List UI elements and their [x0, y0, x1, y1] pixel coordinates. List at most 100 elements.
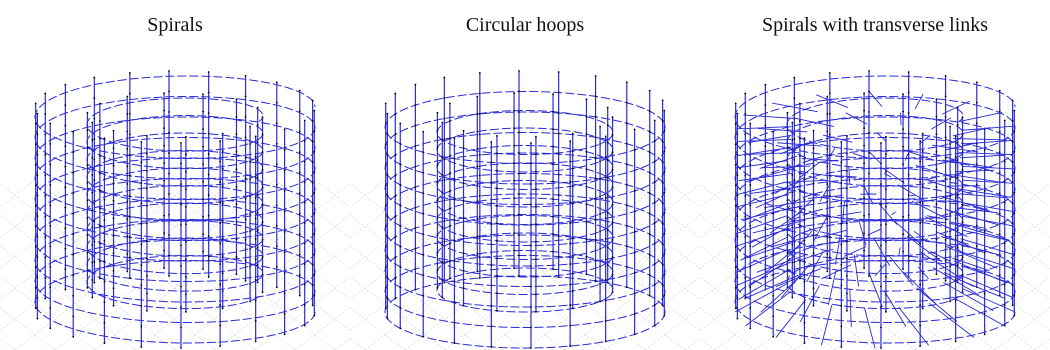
node [907, 112, 910, 114]
node [128, 113, 131, 115]
node [453, 342, 456, 344]
node [275, 81, 278, 84]
node [530, 285, 532, 288]
node [944, 177, 947, 180]
node [219, 263, 222, 265]
node [311, 242, 314, 245]
node [826, 95, 829, 98]
node [422, 192, 425, 195]
node [513, 162, 515, 165]
node [140, 284, 143, 287]
node [436, 129, 439, 132]
node [661, 119, 664, 122]
node [557, 194, 560, 196]
node [625, 122, 628, 125]
node [478, 133, 481, 136]
node [386, 256, 389, 259]
node [311, 201, 314, 204]
node [840, 346, 843, 348]
node [313, 212, 316, 214]
node [72, 151, 75, 154]
node [140, 223, 143, 225]
node [99, 190, 101, 192]
node [599, 160, 601, 163]
node [949, 300, 951, 303]
transverse-link [920, 251, 962, 280]
node [661, 160, 664, 163]
transverse-link [954, 169, 995, 173]
node [954, 299, 957, 302]
node [478, 154, 481, 156]
node [256, 176, 259, 179]
node [283, 148, 286, 151]
node [961, 186, 964, 189]
node [275, 163, 278, 166]
node [64, 227, 67, 230]
node [163, 214, 165, 217]
node [661, 222, 664, 225]
spiral-turn [86, 150, 264, 205]
transverse-link [960, 238, 1015, 256]
node [303, 283, 306, 286]
node [221, 290, 224, 292]
node [313, 171, 316, 173]
transverse-link [751, 223, 794, 248]
node [490, 141, 493, 143]
node [36, 112, 39, 115]
node [207, 132, 210, 135]
node [103, 219, 106, 221]
node [34, 246, 37, 248]
node [414, 227, 417, 230]
transverse-link [888, 254, 914, 286]
node [949, 283, 951, 285]
node [956, 246, 959, 249]
node [885, 223, 887, 226]
node [496, 152, 498, 155]
node [303, 324, 306, 327]
transverse-link [788, 214, 830, 223]
node [661, 263, 664, 266]
node [1011, 140, 1014, 143]
node [221, 202, 224, 205]
node [443, 158, 446, 161]
node [633, 230, 636, 233]
node [44, 297, 47, 300]
transverse-link [898, 306, 929, 346]
transverse-link [843, 246, 867, 257]
transverse-link [779, 142, 809, 155]
node [535, 240, 537, 243]
node [126, 183, 129, 185]
node [219, 140, 222, 142]
transverse-link [959, 152, 1013, 155]
node [384, 287, 387, 289]
node [394, 256, 397, 259]
node [907, 132, 910, 135]
node [661, 304, 664, 307]
transverse-link [738, 270, 788, 300]
node [422, 294, 425, 297]
node [384, 205, 387, 207]
node [812, 252, 815, 255]
node [571, 202, 574, 205]
node [384, 184, 387, 187]
node [298, 274, 301, 277]
transverse-link [735, 126, 788, 130]
node [513, 232, 515, 235]
node [478, 72, 481, 74]
transverse-link [956, 207, 999, 214]
node [103, 321, 106, 324]
spiral-turn [786, 97, 964, 152]
node [93, 281, 96, 284]
node [653, 283, 656, 286]
transverse-link [745, 274, 799, 299]
node [44, 154, 47, 156]
node [594, 177, 597, 180]
node [907, 214, 910, 217]
transverse-link [777, 142, 822, 147]
node [663, 212, 666, 214]
node [207, 276, 210, 278]
node [1011, 201, 1014, 204]
node [956, 264, 959, 266]
node [585, 203, 588, 206]
node [99, 120, 101, 122]
